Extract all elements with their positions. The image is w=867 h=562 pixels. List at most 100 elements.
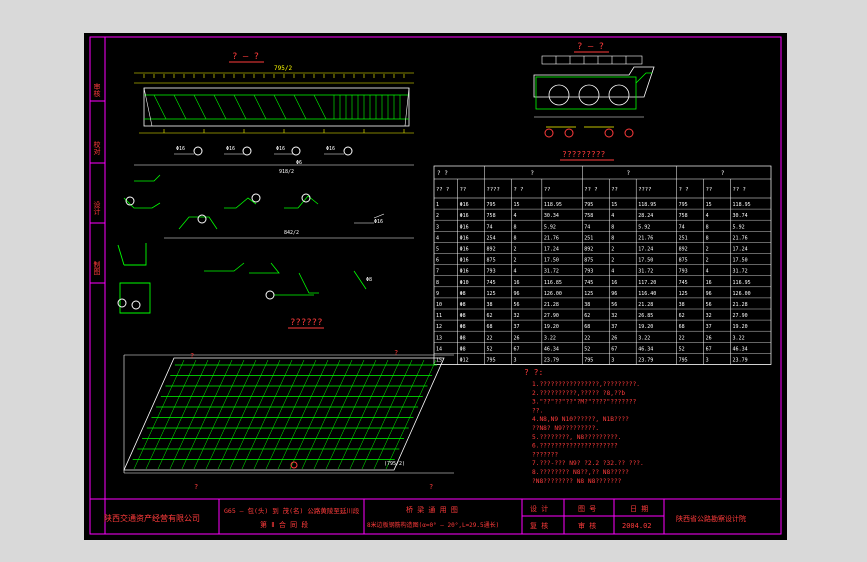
table-cell: 116.85: [544, 280, 562, 286]
note-line: ???????: [532, 451, 558, 458]
table-cell: 795: [584, 202, 593, 208]
table-cell: 32: [706, 313, 712, 319]
table-cell: Φ8: [460, 324, 466, 330]
table-cell: 795: [487, 202, 496, 208]
table-cell: 5: [436, 247, 439, 253]
table-cell: 251: [679, 235, 688, 241]
table-cell: 52: [487, 346, 493, 352]
table-cell: 745: [584, 280, 593, 286]
table-cell: Φ8: [460, 335, 466, 341]
table-cell: 892: [679, 247, 688, 253]
table-cell: 8: [706, 224, 709, 230]
table-cell: 1: [436, 202, 439, 208]
table-cell: 56: [611, 302, 617, 308]
table-cell: 19.20: [544, 324, 559, 330]
side-label-design: 设计: [93, 200, 101, 216]
table-cell: 8: [611, 235, 614, 241]
table-cell: 793: [584, 269, 593, 275]
table-cell: 26: [611, 335, 617, 341]
table-header-cell: ??: [544, 187, 551, 193]
table-cell: 758: [679, 213, 688, 219]
table-cell: 3: [514, 358, 517, 364]
table-cell: Φ16: [460, 213, 469, 219]
note-line: 1.????????????????,?????????.: [532, 381, 640, 388]
project-line-1: G65 — 包(头) 到 茂(名) 公路黄陵至延川段: [224, 506, 360, 515]
table-cell: 32: [611, 313, 617, 319]
table-cell: 74: [679, 224, 685, 230]
table-cell: 38: [487, 302, 493, 308]
table-cell: 17.24: [733, 247, 748, 253]
side-label-check: 校对: [93, 140, 101, 155]
table-cell: 9: [436, 291, 439, 297]
table-cell: 17.50: [544, 258, 559, 264]
side-label-draft: 制图: [93, 260, 101, 276]
table-cell: 3: [436, 224, 439, 230]
svg-text:Φ16: Φ16: [374, 219, 383, 225]
table-cell: 15: [514, 202, 520, 208]
table-cell: 21.28: [733, 302, 748, 308]
table-cell: 117.20: [638, 280, 656, 286]
drawing-title-1: 桥 梁 通 用 图: [406, 505, 458, 514]
plan-title: ??????: [290, 318, 323, 328]
table-cell: 116.95: [733, 280, 751, 286]
table-cell: 125: [584, 291, 593, 297]
table-cell: 8: [611, 224, 614, 230]
table-cell: 21.76: [733, 235, 748, 241]
label-r8: Φ8: [366, 277, 372, 283]
table-cell: 795: [584, 358, 593, 364]
table-group-header: ? ?: [437, 170, 448, 177]
note-line: 2.??????????,????? ?8,??b: [532, 390, 625, 397]
table-cell: 23.79: [544, 358, 559, 364]
svg-text:(795/2): (795/2): [384, 461, 405, 467]
table-cell: 2: [611, 247, 614, 253]
table-cell: 26: [514, 335, 520, 341]
table-cell: 4: [706, 269, 709, 275]
date-label: 日 期: [630, 505, 648, 513]
table-cell: 6: [436, 258, 439, 264]
table-group-header: ?: [530, 170, 534, 177]
notes-title: ? ?:: [524, 368, 543, 377]
table-cell: 62: [584, 313, 590, 319]
table-cell: 4: [611, 213, 614, 219]
note-line: ??N8? N9?????????.: [532, 425, 599, 432]
svg-text:?: ?: [194, 483, 198, 491]
table-cell: 795: [679, 202, 688, 208]
table-header-cell: ????: [638, 187, 651, 193]
table-cell: Φ8: [460, 291, 466, 297]
svg-text:Φ16: Φ16: [276, 146, 285, 152]
table-cell: Φ16: [460, 269, 469, 275]
table-cell: Φ16: [460, 247, 469, 253]
table-cell: 16: [706, 280, 712, 286]
table-cell: 38: [679, 302, 685, 308]
rebar-quantity-table: ? ?????? ???????? ????? ???????? ????? ?…: [433, 165, 772, 365]
table-cell: 2: [436, 213, 439, 219]
table-cell: 31.72: [733, 269, 748, 275]
table-cell: 30.34: [544, 213, 559, 219]
table-cell: 4: [514, 269, 517, 275]
table-cell: 22: [487, 335, 493, 341]
dim-mid-label: 918/2: [279, 169, 294, 175]
table-cell: 875: [487, 258, 496, 264]
title-block: 陕西交通资产经营有限公司 G65 — 包(头) 到 茂(名) 公路黄陵至延川段 …: [90, 498, 781, 534]
date-value: 2004.02: [622, 522, 652, 530]
company-name: 陕西交通资产经营有限公司: [104, 513, 200, 523]
drawing-title-2: 8米边板钢筋构造图(α=0° — 20°,L=29.5通长): [367, 521, 499, 529]
table-cell: 21.76: [638, 235, 653, 241]
table-cell: 19.20: [733, 324, 748, 330]
table-cell: 26: [706, 335, 712, 341]
table-cell: Φ16: [460, 235, 469, 241]
table-cell: 5.92: [544, 224, 556, 230]
table-cell: 37: [706, 324, 712, 330]
note-line: 6.?????????????????????: [532, 443, 618, 450]
drawing-no-label: 图 号: [578, 505, 596, 513]
table-cell: 74: [584, 224, 590, 230]
table-cell: 52: [679, 346, 685, 352]
table-cell: 3.22: [733, 335, 745, 341]
table-cell: 46.34: [544, 346, 559, 352]
review-label: 审 核: [578, 521, 596, 530]
table-header-cell: ??: [706, 187, 713, 193]
table-cell: 795: [679, 358, 688, 364]
table-cell: 126.00: [733, 291, 751, 297]
drawing-frame: [89, 36, 782, 535]
table-group-header: ?: [626, 170, 630, 177]
